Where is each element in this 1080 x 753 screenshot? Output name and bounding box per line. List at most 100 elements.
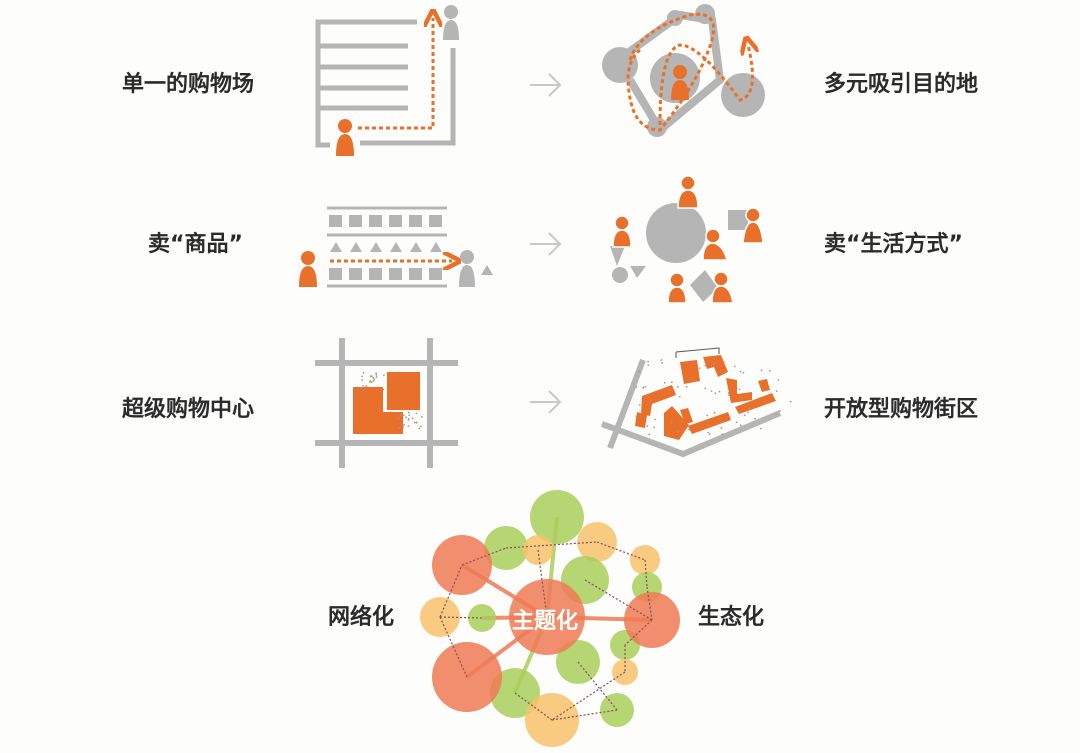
row2-left-label: 卖“商品” [148,232,243,257]
people-dot [713,363,715,365]
people-dot [688,428,690,431]
people-dot [710,390,713,392]
people-dot [698,367,701,370]
goods-square [349,215,362,227]
people-dot [408,414,411,417]
network-link [505,541,598,549]
sell-lifestyle-icon [610,175,764,304]
goods-square [429,268,442,280]
people-dot [777,378,780,381]
people-dot [398,426,400,429]
networked-label: 网络化 [328,605,395,630]
network-node [509,579,585,655]
people-dot [707,431,710,434]
people-dot [704,364,707,367]
goods-triangle [330,242,342,252]
people-dot [413,421,416,424]
people-dot [739,424,742,427]
transition-arrows [530,73,562,414]
network-link [646,586,653,621]
network-link [596,541,646,561]
goods-square [349,268,362,280]
people-dot [405,416,408,419]
people-dot [647,364,650,367]
people-dot [704,387,707,390]
people-dot [635,415,638,418]
people-dot [743,414,746,417]
people-dot [722,360,725,363]
people-dot [647,360,649,363]
people-dot [742,371,745,374]
people-dot [638,404,641,406]
people-dot [685,385,688,388]
people-dot [707,424,709,427]
people-dot [738,388,741,391]
goods-triangle [350,242,362,252]
goods-triangle [370,242,382,252]
network-node [530,490,584,544]
people-dot [654,418,656,421]
people-dot [372,379,375,382]
people-dot [713,411,716,414]
people-dot [769,370,771,372]
people-dot [638,370,640,373]
multi-destination-icon [602,4,765,137]
people-dot [407,411,410,414]
people-dot [733,365,736,368]
goods-square [409,215,422,227]
themed-label: 主题化 [512,609,579,634]
people-dot [642,386,645,389]
people-dot [402,426,405,428]
network-link [439,616,468,678]
people-dot [727,392,730,394]
row1-right-label: 多元吸引目的地 [824,72,979,97]
people-dot [399,414,402,416]
people-dot [420,415,423,418]
people-dot [748,407,751,409]
people-dot [676,386,679,388]
people-dot [369,381,371,383]
people-dot [660,359,663,361]
people-dot [370,381,373,383]
row2-right-label: 卖“生活方式” [824,232,963,257]
people-dot [407,425,410,427]
single-mall-icon [315,5,459,156]
people-dot [775,390,778,393]
goods-square [409,268,422,280]
row3-left-label: 超级购物中心 [122,397,255,422]
people-dot [739,370,742,373]
people-dot [670,421,673,424]
people-dot [415,412,418,415]
people-dot [754,417,757,420]
people-dot [362,372,365,374]
network-link [644,559,648,588]
goods-triangle [430,242,442,252]
network-link [584,579,653,621]
people-dot [371,375,373,378]
people-dot [720,427,723,429]
open-street-block-icon [600,347,792,458]
people-dot [407,418,410,420]
goods-triangle [410,242,422,252]
goods-square [389,215,402,227]
people-dot [760,427,762,430]
ecological-label: 生态化 [698,605,765,630]
super-mall-icon [315,338,458,468]
people-dot [372,377,375,379]
goods-square [369,215,382,227]
people-dot [403,423,405,426]
people-dot [418,427,421,430]
theme-network-diagram [420,490,680,747]
people-dot [735,421,738,424]
network-link [439,616,483,619]
people-dot [747,411,750,414]
people-dot [382,388,385,391]
people-dot [721,433,724,436]
people-dot [648,433,651,436]
people-dot [720,421,722,424]
goods-square [329,268,342,280]
people-dot [644,385,647,388]
people-dot [740,396,742,399]
people-dot [360,386,362,389]
people-dot [369,375,372,378]
